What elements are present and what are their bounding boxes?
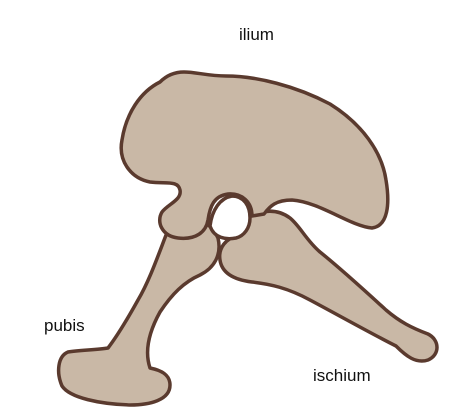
- ischium-label: ischium: [313, 367, 371, 384]
- ilium-label: ilium: [239, 26, 274, 43]
- ischium-bone: [220, 211, 437, 361]
- acetabulum-gap: [210, 196, 250, 239]
- pubis-label: pubis: [44, 317, 85, 334]
- pubis-bone: [59, 220, 219, 405]
- ilium-bone: [121, 72, 388, 238]
